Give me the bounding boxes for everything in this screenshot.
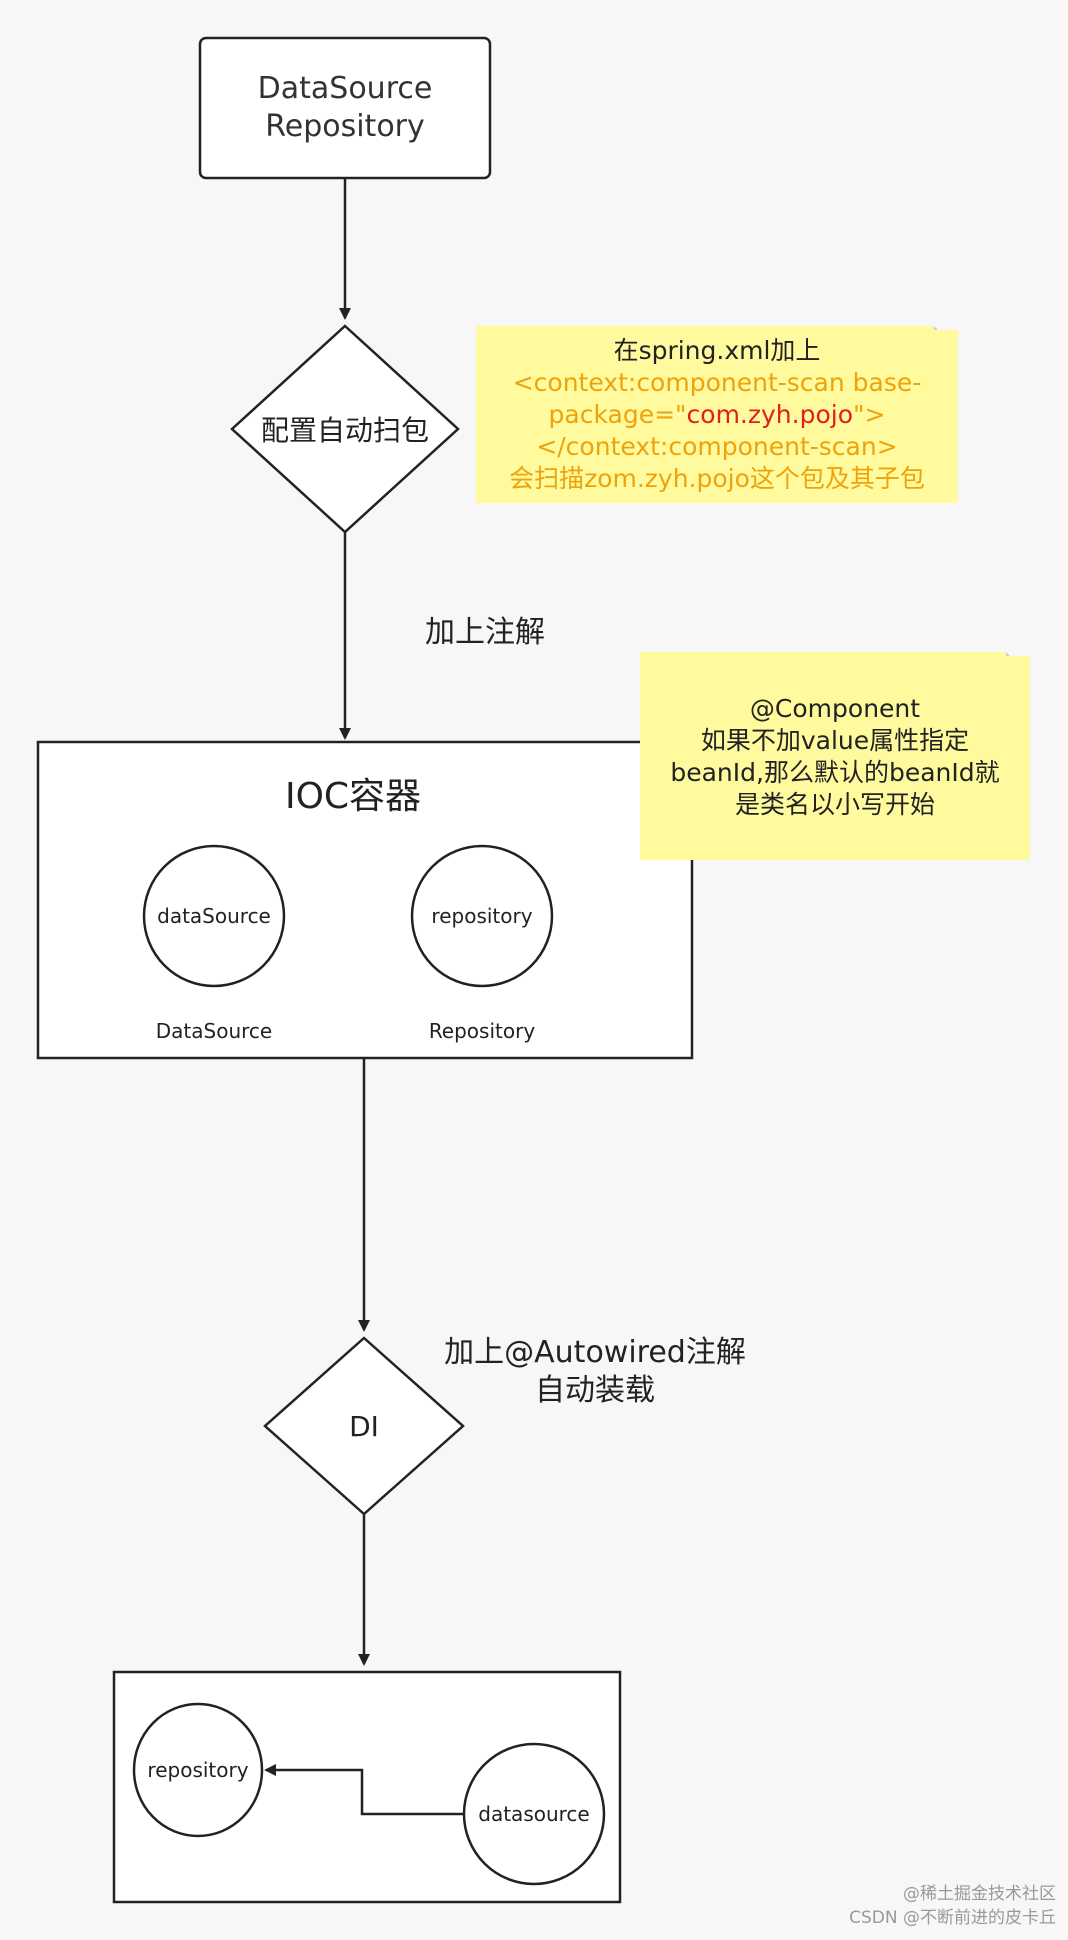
scan-note-line3-post: "> [853,400,886,429]
scan-note-line5: 会扫描zom.zyh.pojo这个包及其子包 [509,464,925,493]
scan-note-line3-pre: package=" [548,400,687,429]
watermark-line1: @稀土掘金技术社区 [903,1884,1056,1904]
bean-caption-repository: Repository [428,1019,536,1043]
ioc-title: IOC容器 [284,776,422,817]
component-note-line1: @Component [749,694,921,723]
result-label-repository: repository [147,1758,249,1782]
bean-label-datasource: dataSource [157,904,271,928]
edge-label-autowired-line1: 加上@Autowired注解 [444,1335,746,1370]
component-note-line4: 是类名以小写开始 [734,790,935,819]
result-circle-repository [132,1702,264,1838]
component-note-line3: beanId,那么默认的beanId就 [670,758,1000,787]
scan-note: 在spring.xml加上 <context:component-scan ba… [476,330,958,500]
di-diamond-label: DI [349,1409,379,1443]
bean-label-repository: repository [431,904,533,928]
edge-label-autowired: 加上@Autowired注解 自动装载 [420,1334,770,1410]
watermark-line2: CSDN @不断前进的皮卡丘 [849,1908,1056,1928]
edge-inject [264,1764,464,1816]
edge-label-autowired-line2: 自动装载 [535,1373,655,1408]
component-note-line2: 如果不加value属性指定 [700,726,970,755]
start-box-line1: DataSource [257,71,433,106]
start-box-line2: Repository [265,109,425,144]
bean-circle-datasource [142,844,286,988]
scan-diamond-label: 配置自动扫包 [260,414,429,447]
start-box-label: DataSource Repository [200,38,490,178]
bean-caption-datasource: DataSource [155,1019,273,1043]
edge-label-annotation: 加上注解 [425,615,545,650]
scan-note-line4: </context:component-scan> [536,432,898,461]
result-label-datasource: datasource [478,1802,590,1826]
scan-note-line3: package="com.zyh.pojo"> [549,399,886,431]
bean-circle-repository [410,844,554,988]
scan-note-line2: <context:component-scan base- [512,368,922,397]
scan-note-package: com.zyh.pojo [686,400,853,429]
scan-note-line1: 在spring.xml加上 [613,336,821,365]
watermark: @稀土掘金技术社区 CSDN @不断前进的皮卡丘 [700,1882,1056,1930]
component-note: @Component 如果不加value属性指定 beanId,那么默认的bea… [640,656,1030,858]
